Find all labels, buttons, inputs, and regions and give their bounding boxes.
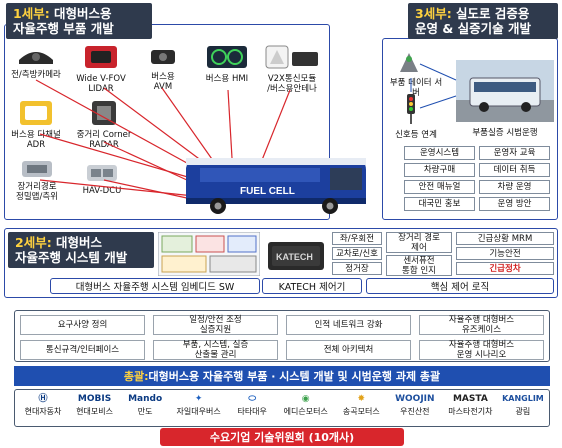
partner-hyundai: Ⓗ 현대자동차 [18, 392, 68, 417]
lidar-icon [85, 46, 117, 68]
partner-songgok: ✸ 송곡모터스 [335, 392, 387, 417]
partner-edison: ◉ 에디슨모터스 [278, 392, 334, 417]
masta-logo: MASTA [452, 394, 488, 404]
grid-cell-operation-plan: 운영 방안 [479, 197, 550, 211]
tata-logo-icon: ⬭ [248, 394, 257, 404]
committee-bar: 수요기업 기술위원회 (10개사) [160, 428, 404, 446]
overall-grid: 요구사양 정의 일정/안전 조정 실증지원 인적 네트워크 강화 자율주행 대형… [20, 315, 544, 360]
logic-bus-stop: 정거장 [332, 262, 382, 275]
section1-title: 1세부: 대형버스용 자율주행 부품 개발 [6, 3, 152, 39]
grid-cell-vehicle-operation: 차량 운영 [479, 180, 550, 194]
label-core-logic: 핵심 제어 로직 [366, 278, 554, 294]
partners-row: Ⓗ 현대자동차 MOBIS 현대모비스 Mando 만도 ✦ 자일대우버스 ⬭ … [18, 392, 546, 417]
mando-logo: Mando [128, 394, 163, 404]
radar-icon [92, 101, 116, 125]
partner-tata-daewoo: ⬭ 타타대우 [228, 392, 276, 417]
partner-masta: MASTA 마스타전기차 [442, 392, 498, 417]
grid-cell-operation-system: 운영시스템 [404, 146, 475, 160]
partner-mando: Mando 만도 [121, 392, 169, 417]
signal-label: 신호등 연계 [395, 130, 437, 140]
overall-bar: 총괄: 대형버스용 자율주행 부품 · 시스템 개발 및 시범운행 과제 총괄 [14, 366, 550, 386]
grid-cell-vehicle-purchase: 차량구매 [404, 163, 475, 177]
pilot-bus-photo [456, 60, 554, 122]
overall-frame [14, 310, 550, 362]
overall-bar-text: 대형버스용 자율주행 부품 · 시스템 개발 및 시범운행 과제 총괄 [148, 370, 441, 383]
component-adr: 버스용 다채널 ADR [6, 98, 66, 150]
section1-frame [4, 24, 330, 220]
logic-col2: 장거리 경로 제어 센서퓨전 통합 인지 [386, 232, 452, 276]
partners-frame [14, 389, 550, 427]
grid-cell-safety-manual: 안전 매뉴얼 [404, 180, 475, 194]
grid-cell-operator-training: 운영자 교육 [479, 146, 550, 160]
logic-emergency-stop: 긴급정차 [456, 262, 554, 275]
katech-logo-text: KATECH [276, 252, 313, 262]
overall-bar-hl: 총괄: [123, 370, 149, 383]
component-corner-radar: 중거리 Corner RADAR [68, 98, 140, 150]
logic-col1: 좌/우회전 교차로/신호 정거장 [332, 232, 382, 275]
woojin-logo: WOOJIN [395, 394, 435, 404]
section3-grid: 운영시스템 운영자 교육 차량구매 데이터 취득 안전 매뉴얼 차량 운영 대국… [404, 146, 550, 211]
logic-intersection: 교차로/신호 [332, 247, 382, 260]
section3-title: 3세부: 실도로 검증용 운영 & 실증기술 개발 [408, 3, 558, 39]
logic-long-range-path: 장거리 경로 제어 [386, 232, 452, 253]
edison-logo-icon: ◉ [301, 394, 310, 404]
hyundai-logo-icon: Ⓗ [38, 394, 48, 404]
overall-network: 인적 네트워크 강화 [286, 315, 411, 335]
pilot-label: 부품실증 시범운행 [472, 128, 538, 138]
overall-architecture: 전체 아키텍처 [286, 340, 411, 360]
server-icon [400, 53, 418, 72]
logic-functional-safety: 기능안전 [456, 247, 554, 260]
avm-camera-icon [151, 50, 175, 64]
label-katech-controller: KATECH 제어기 [262, 278, 362, 294]
partner-zyle-daewoo: ✦ 자일대우버스 [171, 392, 227, 417]
overall-comm-interface: 통신규격/인터페이스 [20, 340, 145, 360]
overall-output-management: 부품, 시스템, 실증 산출물 관리 [153, 340, 278, 360]
partner-kanglim: KANGLIM 광림 [500, 392, 546, 417]
component-hd-map: 장거리경로 정밀맵/측위 [6, 158, 68, 202]
partner-woojin: WOOJIN 우진산전 [389, 392, 441, 417]
section2-title: 2세부: 대형버스 자율주행 시스템 개발 [8, 232, 154, 268]
grid-cell-data-acquisition: 데이터 취득 [479, 163, 550, 177]
label-embedded-sw: 대형버스 자율주행 시스템 임베디드 SW [50, 278, 260, 294]
logic-turn: 좌/우회전 [332, 232, 382, 245]
bus-livery-text: FUEL CELL [240, 186, 295, 197]
logic-sensor-fusion: 센서퓨전 통합 인지 [386, 255, 452, 276]
v2x-module-icon [265, 45, 318, 69]
signal-icon [407, 94, 415, 124]
overall-scenario: 자율주행 대형버스 운영 시나리오 [419, 340, 544, 360]
adr-recorder-icon [20, 101, 52, 125]
component-lidar: Wide V-FOV LIDAR [66, 42, 136, 94]
katech-controller-image: KATECH [268, 242, 324, 270]
component-avm: 버스용 AVM [138, 42, 188, 92]
overall-requirements: 요구사양 정의 [20, 315, 145, 335]
component-hmi: 버스용 HMI [196, 42, 258, 84]
component-front-camera: 전/측방카메라 [8, 42, 64, 80]
component-v2x: V2X통신모듈 /버스용안테나 [254, 42, 330, 94]
map-module-icon [22, 161, 52, 177]
camera-icon [19, 52, 53, 64]
overall-schedule-safety: 일정/안전 조정 실증지원 [153, 315, 278, 335]
component-hav-dcu: HAV-DCU [72, 162, 132, 196]
overall-usecase: 자율주행 대형버스 유즈케이스 [419, 315, 544, 335]
kanglim-logo: KANGLIM [502, 394, 544, 403]
mobis-logo: MOBIS [77, 394, 112, 404]
logic-col3: 긴급상황 MRM 기능안전 긴급정차 [456, 232, 554, 275]
zyle-logo-icon: ✦ [194, 394, 203, 404]
embedded-sw-screenshot [158, 232, 260, 276]
partner-mobis: MOBIS 현대모비스 [70, 392, 120, 417]
section2-frame [4, 228, 558, 298]
songgok-logo-icon: ✸ [357, 394, 366, 404]
dcu-module-icon [87, 165, 117, 181]
grid-cell-public-relations: 대국민 홍보 [404, 197, 475, 211]
logic-emergency-mrm: 긴급상황 MRM [456, 232, 554, 245]
server-label: 부품 데이터 서버 [389, 78, 443, 98]
bus-illustration: FUEL CELL [186, 158, 366, 214]
hmi-display-icon [207, 46, 247, 68]
